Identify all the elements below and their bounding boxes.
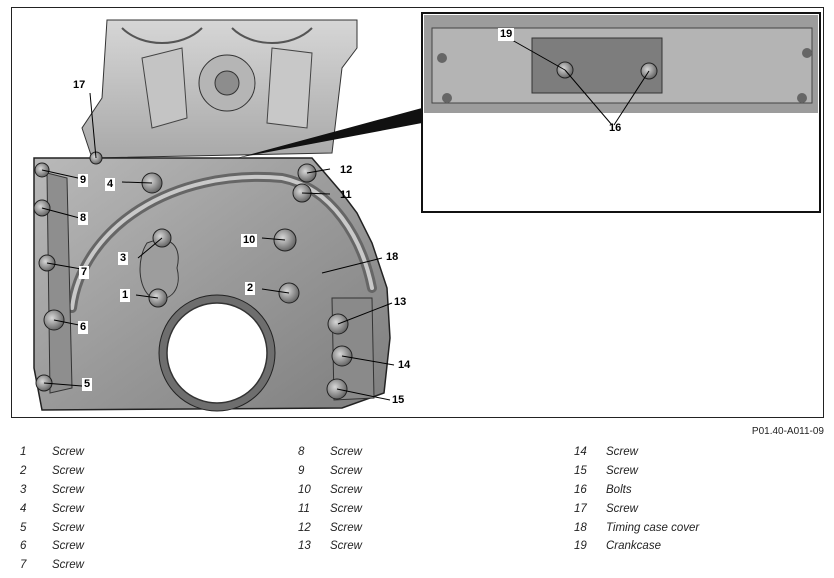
legend-item: 18 Timing case cover (574, 518, 834, 537)
legend-label: Screw (330, 521, 362, 534)
legend-number: 15 (574, 465, 587, 478)
callout-8: 8 (78, 212, 89, 225)
legend-number: 10 (298, 483, 311, 496)
legend-item: 14 Screw (574, 443, 834, 462)
legend-label: Screw (52, 540, 84, 553)
legend-number: 19 (574, 540, 587, 553)
legend-number: 3 (20, 483, 27, 496)
legend-label: Screw (606, 502, 638, 515)
legend-label: Screw (330, 465, 362, 478)
figure-reference-code: P01.40-A011-09 (751, 426, 824, 437)
legend-item: 7 Screw (20, 556, 280, 575)
legend-label: Screw (606, 465, 638, 478)
legend-item: 11 Screw (298, 499, 558, 518)
legend-item: 5 Screw (20, 518, 280, 537)
callout-2: 2 (245, 282, 256, 295)
legend-label: Screw (52, 483, 84, 496)
legend-label: Screw (52, 446, 84, 459)
legend-label: Screw (52, 465, 84, 478)
legend-number: 8 (298, 446, 305, 459)
legend-number: 17 (574, 502, 587, 515)
legend-label: Bolts (606, 483, 632, 496)
leader-lines (41, 39, 650, 401)
legend-label: Screw (52, 559, 84, 572)
detail-inset (421, 12, 821, 213)
legend-number: 7 (20, 559, 27, 572)
legend-label: Screw (52, 502, 84, 515)
legend-label: Screw (330, 446, 362, 459)
legend-number: 2 (20, 465, 27, 478)
legend-item: 3 Screw (20, 481, 280, 500)
legend-label: Screw (330, 540, 362, 553)
legend-item: 2 Screw (20, 462, 280, 481)
legend-item: 12 Screw (298, 518, 558, 537)
legend-label: Screw (606, 446, 638, 459)
callout-15: 15 (392, 394, 405, 406)
detail-pointer-wedge (237, 108, 422, 158)
legend-label: Crankcase (606, 540, 661, 553)
legend-item: 19 Crankcase (574, 537, 834, 556)
legend-item: 8 Screw (298, 443, 558, 462)
timing-case-cover (33, 151, 391, 412)
callout-3: 3 (118, 252, 129, 265)
callout-5: 5 (82, 378, 93, 391)
callout-12: 12 (340, 164, 353, 176)
legend-number: 4 (20, 502, 27, 515)
legend-number: 9 (298, 465, 305, 478)
callout-14: 14 (398, 359, 411, 371)
legend-item: 9 Screw (298, 462, 558, 481)
legend-number: 16 (574, 483, 587, 496)
callout-13: 13 (394, 296, 407, 308)
callout-1: 1 (120, 289, 131, 302)
legend-item: 6 Screw (20, 537, 280, 556)
legend-number: 18 (574, 521, 587, 534)
legend-label: Timing case cover (606, 521, 700, 534)
legend-number: 13 (298, 540, 311, 553)
callout-9: 9 (78, 174, 89, 187)
legend-item: 15 Screw (574, 462, 834, 481)
callout-19: 19 (498, 28, 515, 41)
engine-illustration (33, 12, 821, 412)
legend-number: 14 (574, 446, 587, 459)
legend-number: 1 (20, 446, 27, 459)
legend-item: 16 Bolts (574, 481, 834, 500)
legend-item: 17 Screw (574, 499, 834, 518)
callout-4: 4 (105, 178, 116, 191)
legend-number: 6 (20, 540, 27, 553)
callout-6: 6 (78, 321, 89, 334)
callout-10: 10 (241, 234, 258, 247)
legend-item: 13 Screw (298, 537, 558, 556)
figure-frame: 17 9 4 8 3 7 1 6 5 10 2 12 11 18 13 14 1… (11, 7, 824, 418)
legend-number: 11 (298, 502, 310, 515)
callout-18: 18 (386, 251, 399, 263)
legend-item: 1 Screw (20, 443, 280, 462)
legend-item: 4 Screw (20, 499, 280, 518)
callout-16: 16 (609, 122, 622, 134)
callout-17: 17 (73, 79, 86, 91)
legend-label: Screw (330, 502, 362, 515)
callout-11: 11 (340, 189, 352, 201)
legend-number: 5 (20, 521, 27, 534)
legend-label: Screw (52, 521, 84, 534)
legend-item: 10 Screw (298, 481, 558, 500)
callout-7: 7 (79, 266, 90, 279)
crankcase-block (81, 19, 358, 159)
legend-label: Screw (330, 483, 362, 496)
legend-number: 12 (298, 521, 311, 534)
